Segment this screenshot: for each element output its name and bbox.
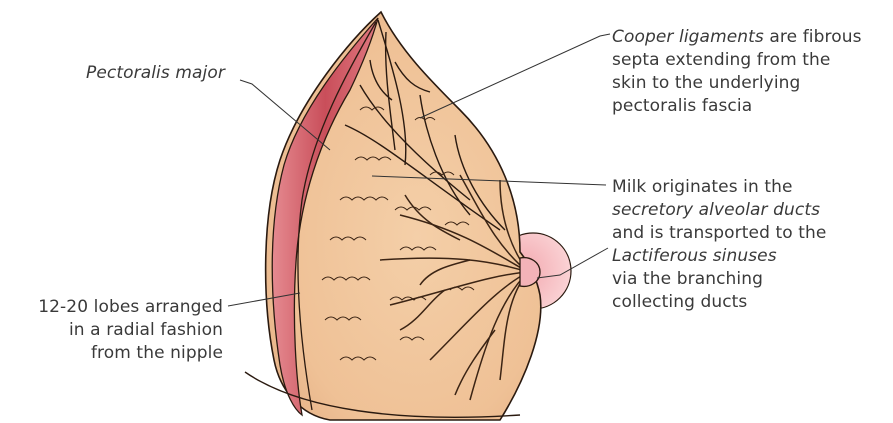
milk-line5: via the branching <box>612 268 826 291</box>
label-milk-origin: Milk originates in the secretory alveola… <box>612 176 826 314</box>
lobes-line3: from the nipple <box>38 342 223 365</box>
lobes-line2: in a radial fashion <box>38 319 223 342</box>
milk-line4: Lactiferous sinuses <box>612 245 826 268</box>
label-lobes: 12-20 lobes arranged in a radial fashion… <box>38 296 223 365</box>
milk-line3: and is transported to the <box>612 222 826 245</box>
cooper-line3: skin to the underlying <box>612 72 862 95</box>
label-cooper-ligaments: Cooper ligaments are fibrous septa exten… <box>612 26 862 118</box>
cooper-line4: pectoralis fascia <box>612 95 862 118</box>
milk-line2: secretory alveolar ducts <box>612 199 826 222</box>
milk-line6: collecting ducts <box>612 291 826 314</box>
cooper-line2: septa extending from the <box>612 49 862 72</box>
cooper-term: Cooper ligaments <box>612 27 764 47</box>
label-pectoralis-major: Pectoralis major <box>86 62 225 85</box>
milk-line1: Milk originates in the <box>612 176 826 199</box>
cooper-line1-rest: are fibrous <box>764 27 862 47</box>
lobes-line1: 12-20 lobes arranged <box>38 296 223 319</box>
